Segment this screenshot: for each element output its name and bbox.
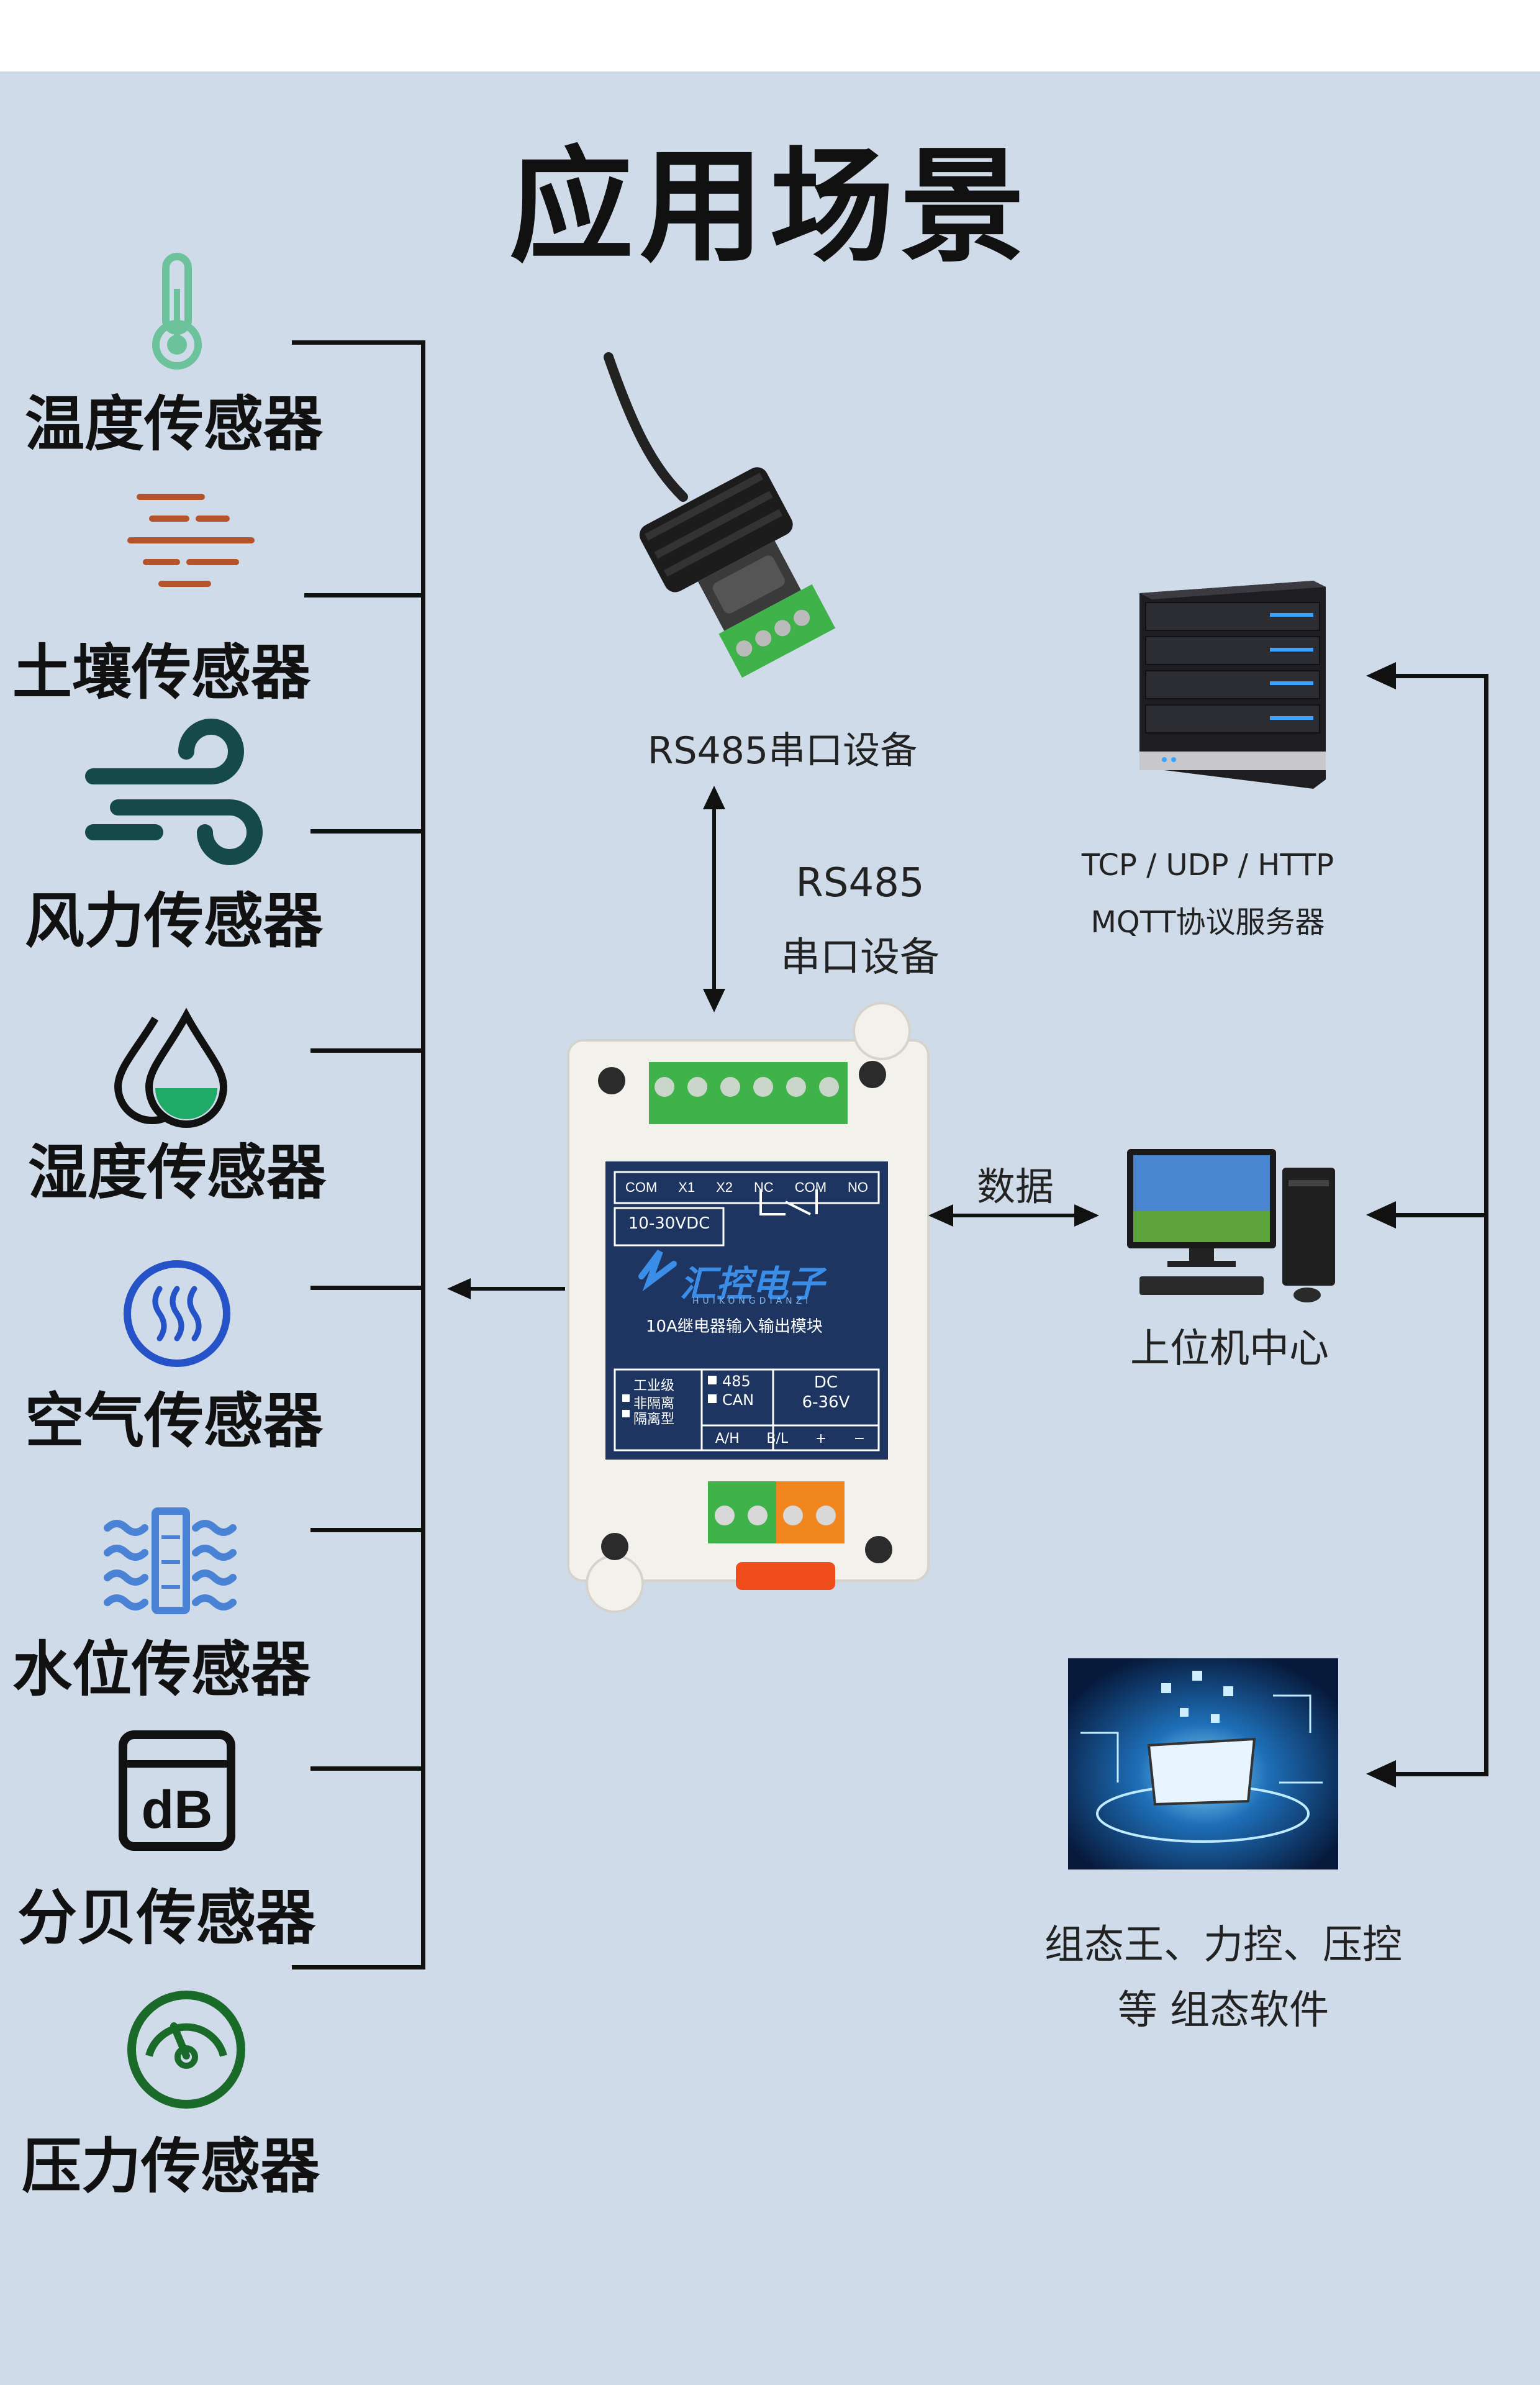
module-power-dc: DC — [813, 1373, 838, 1392]
serial-device-label: RS485串口设备 — [647, 729, 918, 773]
sensor-label-decibel: 分贝传感器 — [17, 1883, 315, 1953]
terminal-label-x1: X1 — [678, 1179, 695, 1195]
sensor-label-temperature: 温度传感器 — [25, 389, 323, 459]
terminal-label-com1: COM — [625, 1179, 658, 1195]
module-brand-pinyin: HUIKONGDIANZI — [692, 1296, 812, 1306]
bracket-tick-5 — [310, 1286, 425, 1290]
bracket-tick-2 — [304, 593, 425, 597]
pin-label-a-h: A/H — [715, 1430, 740, 1447]
module-description: 10A继电器输入输出模块 — [646, 1317, 823, 1336]
module-option-non-isolated: 非隔离 — [633, 1396, 675, 1412]
module-voltage-label: 10-30VDC — [628, 1214, 710, 1233]
rs485-bidirectional-arrow — [703, 786, 725, 1012]
right-bracket-vertical — [1484, 674, 1488, 1776]
rs485-link-label-1: RS485 — [795, 860, 925, 906]
bracket-tick-7 — [310, 1766, 425, 1771]
module-power-range: 6-36V — [802, 1393, 850, 1412]
bracket-vertical — [421, 340, 425, 1969]
terminal-label-no: NO — [848, 1179, 869, 1195]
sensor-label-soil: 土壤传感器 — [12, 638, 310, 707]
sensor-label-wind: 风力传感器 — [25, 886, 323, 956]
arrow-to-software — [1366, 1760, 1396, 1788]
pin-label-b-l: B/L — [766, 1430, 789, 1447]
data-label: 数据 — [976, 1164, 1054, 1209]
software-label-line1: 组态王、力控、压控 — [1044, 1922, 1402, 1968]
scada-software-image — [1068, 1658, 1338, 1869]
page-title: 应用场景 — [509, 135, 1031, 279]
sensor-label-humidity: 湿度传感器 — [28, 1138, 326, 1207]
arrow-to-sensors — [447, 1278, 565, 1299]
sensor-label-water-level: 水位传感器 — [12, 1635, 310, 1704]
svg-text:dB: dB — [142, 1780, 213, 1840]
terminal-label-x2: X2 — [716, 1179, 733, 1195]
module-bus-485: 485 — [722, 1373, 751, 1390]
sensor-label-pressure: 压力传感器 — [22, 2132, 320, 2201]
arrow-to-pc — [1366, 1201, 1396, 1229]
bracket-tick-6 — [310, 1528, 425, 1532]
bracket-tick-4 — [310, 1048, 425, 1053]
right-bracket-tick-pc — [1391, 1213, 1488, 1217]
relay-module: COM X1 X2 NC COM NO 10-30VDC 汇控电子 HUIKON… — [567, 1002, 930, 1613]
pc-label: 上位机中心 — [1130, 1326, 1329, 1372]
software-label-line2: 等 组态软件 — [1117, 1988, 1329, 2033]
air-heat-icon — [124, 1260, 230, 1367]
rs485-link-label-2: 串口设备 — [781, 935, 940, 981]
module-bus-can: CAN — [722, 1391, 754, 1409]
humidity-drop-icon — [114, 1007, 228, 1128]
pressure-gauge-icon — [127, 1991, 245, 2109]
server-image — [1139, 581, 1326, 789]
sensor-label-air: 空气传感器 — [25, 1386, 323, 1456]
server-label-mqtt: MQTT协议服务器 — [1090, 905, 1325, 940]
pin-label-plus: + — [815, 1430, 827, 1447]
rs485-converter-image — [604, 352, 836, 678]
module-option-isolated: 隔离型 — [633, 1412, 675, 1427]
terminal-label-nc: NC — [754, 1179, 774, 1195]
right-bracket-tick-server — [1391, 674, 1488, 678]
decibel-icon: dB — [119, 1730, 235, 1851]
water-level-icon — [104, 1507, 237, 1614]
arrow-to-server — [1366, 662, 1396, 689]
wind-icon — [85, 719, 263, 865]
desktop-pc-image — [1127, 1149, 1335, 1302]
bracket-tick-1 — [292, 340, 425, 345]
module-brand: 汇控电子 — [680, 1263, 825, 1305]
terminal-label-com2: COM — [794, 1179, 827, 1195]
thermometer-icon — [152, 253, 202, 370]
right-bracket-tick-software — [1391, 1772, 1488, 1776]
pin-label-minus: − — [853, 1430, 866, 1447]
bracket-tick-8 — [292, 1965, 425, 1969]
soil-icon — [127, 494, 255, 587]
server-label-protocols: TCP / UDP / HTTP — [1081, 848, 1334, 883]
data-bidirectional-arrow — [928, 1204, 1099, 1227]
module-grade: 工业级 — [633, 1378, 675, 1394]
bracket-tick-3 — [310, 829, 425, 834]
